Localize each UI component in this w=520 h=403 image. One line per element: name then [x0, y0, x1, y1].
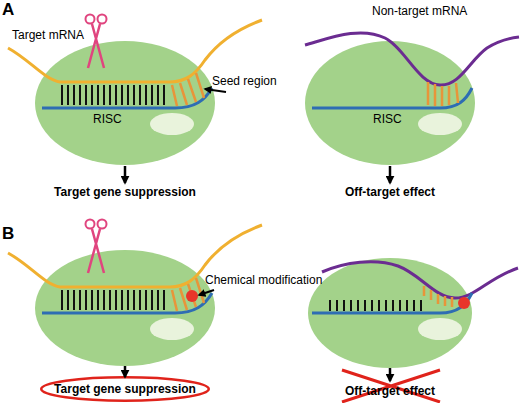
modification-dot	[186, 290, 198, 302]
non-target-mrna	[305, 33, 519, 85]
text-label: Non-target mRNA	[372, 4, 467, 18]
text-label: Off-target effect	[280, 185, 500, 199]
text-label: Target gene suppression	[15, 185, 235, 199]
duplex	[8, 220, 262, 341]
blocked-duplex	[312, 262, 518, 340]
oval-shape	[305, 41, 475, 165]
panel-letter: A	[2, 0, 14, 20]
pointer-arrow	[199, 290, 214, 295]
unpaired-bases	[330, 300, 421, 311]
cross-mark	[342, 370, 440, 402]
risc-node: Target gene suppression	[40, 376, 210, 402]
seed-pairs	[428, 82, 458, 106]
guide-strand	[312, 293, 472, 313]
node-text: Target gene suppression	[40, 376, 210, 402]
text-label: Seed region	[212, 74, 277, 88]
non-target-mrna	[322, 262, 518, 298]
text-label: Target mRNA	[12, 28, 84, 42]
off-target-duplex	[305, 33, 519, 135]
pocket	[418, 318, 462, 340]
result-arrow	[389, 368, 392, 381]
result-arrow	[389, 166, 392, 183]
result-arrow	[124, 166, 127, 183]
duplex	[8, 15, 262, 136]
pointer-arrow	[205, 89, 226, 92]
text-label: Chemical modification	[205, 273, 322, 287]
result-arrow	[124, 366, 127, 377]
risc-oval	[308, 258, 472, 368]
pocket	[418, 113, 462, 135]
modification-dot	[458, 297, 470, 309]
node-text: RISC	[93, 111, 153, 127]
unpaired-bases	[424, 286, 452, 307]
panel-letter: B	[2, 224, 14, 244]
